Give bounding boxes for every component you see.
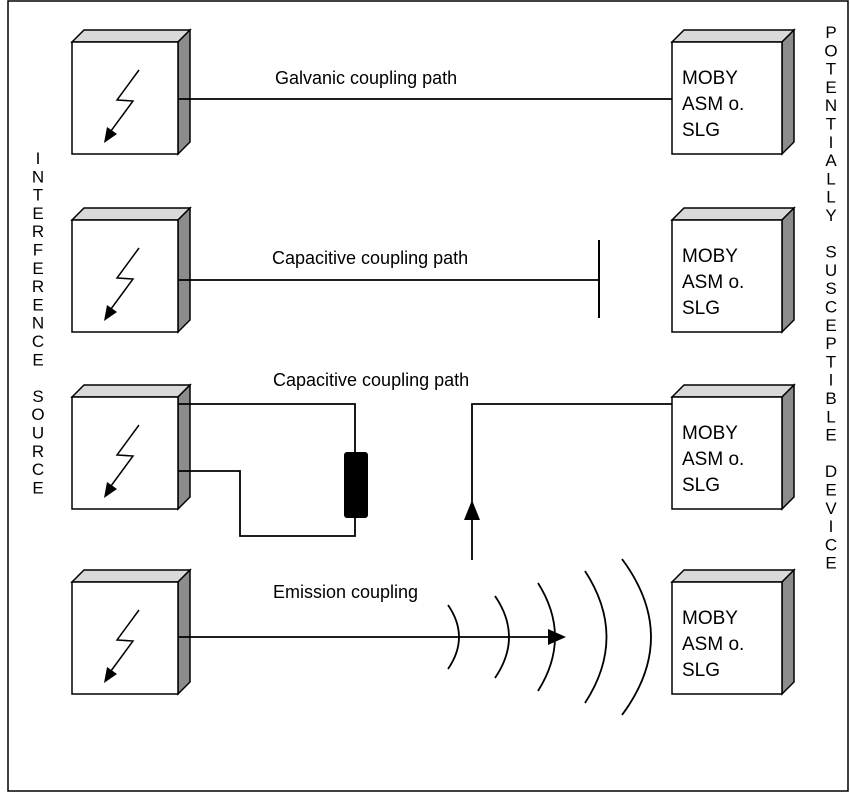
path-label: Capacitive coupling path (272, 248, 468, 268)
device-line-2: ASM o. (682, 94, 744, 115)
lightning-bolt-icon (104, 247, 140, 321)
interference-source-box (70, 568, 192, 696)
moby-device-box: MOBY ASM o. SLG (670, 28, 796, 156)
device-line-1: MOBY (682, 246, 738, 267)
loop-wire-return (178, 470, 356, 537)
arrow-up-icon (464, 500, 480, 520)
device-line-1: MOBY (682, 68, 738, 89)
device-line-2: ASM o. (682, 272, 744, 293)
path-label: Emission coupling (273, 582, 418, 602)
coil-component (344, 452, 368, 518)
lightning-bolt-icon (104, 69, 140, 143)
interference-source-box (70, 28, 192, 156)
lightning-bolt-icon (104, 424, 140, 498)
path-label: Capacitive coupling path (273, 370, 469, 390)
row-capacitive-1: Capacitive coupling path MOBY ASM o. SLG (70, 206, 796, 334)
device-line-3: SLG (682, 298, 720, 319)
outer-frame (7, 0, 849, 792)
device-line-1: MOBY (682, 423, 738, 444)
path-label: Galvanic coupling path (275, 68, 457, 88)
device-line-2: ASM o. (682, 634, 744, 655)
interference-source-box (70, 383, 192, 511)
device-line-3: SLG (682, 660, 720, 681)
moby-device-box: MOBY ASM o. SLG (670, 383, 796, 511)
loop-wire (178, 403, 356, 454)
moby-device-box: MOBY ASM o. SLG (670, 206, 796, 334)
device-line-2: ASM o. (682, 449, 744, 470)
row-emission: Emission coupling MOBY ASM o. SLG (70, 558, 796, 716)
device-line-1: MOBY (682, 608, 738, 629)
interference-source-box (70, 206, 192, 334)
arrow-right-icon (548, 629, 566, 645)
emission-waves-icon (447, 558, 652, 716)
row-capacitive-2: Capacitive coupling path MOBY ASM o. SLG (70, 370, 796, 560)
device-line-3: SLG (682, 120, 720, 141)
device-line-3: SLG (682, 475, 720, 496)
row-galvanic: Galvanic coupling path MOBY ASM o. SLG (70, 28, 796, 156)
induced-wire (471, 403, 672, 560)
moby-device-box: MOBY ASM o. SLG (670, 568, 796, 696)
lightning-bolt-icon (104, 609, 140, 683)
